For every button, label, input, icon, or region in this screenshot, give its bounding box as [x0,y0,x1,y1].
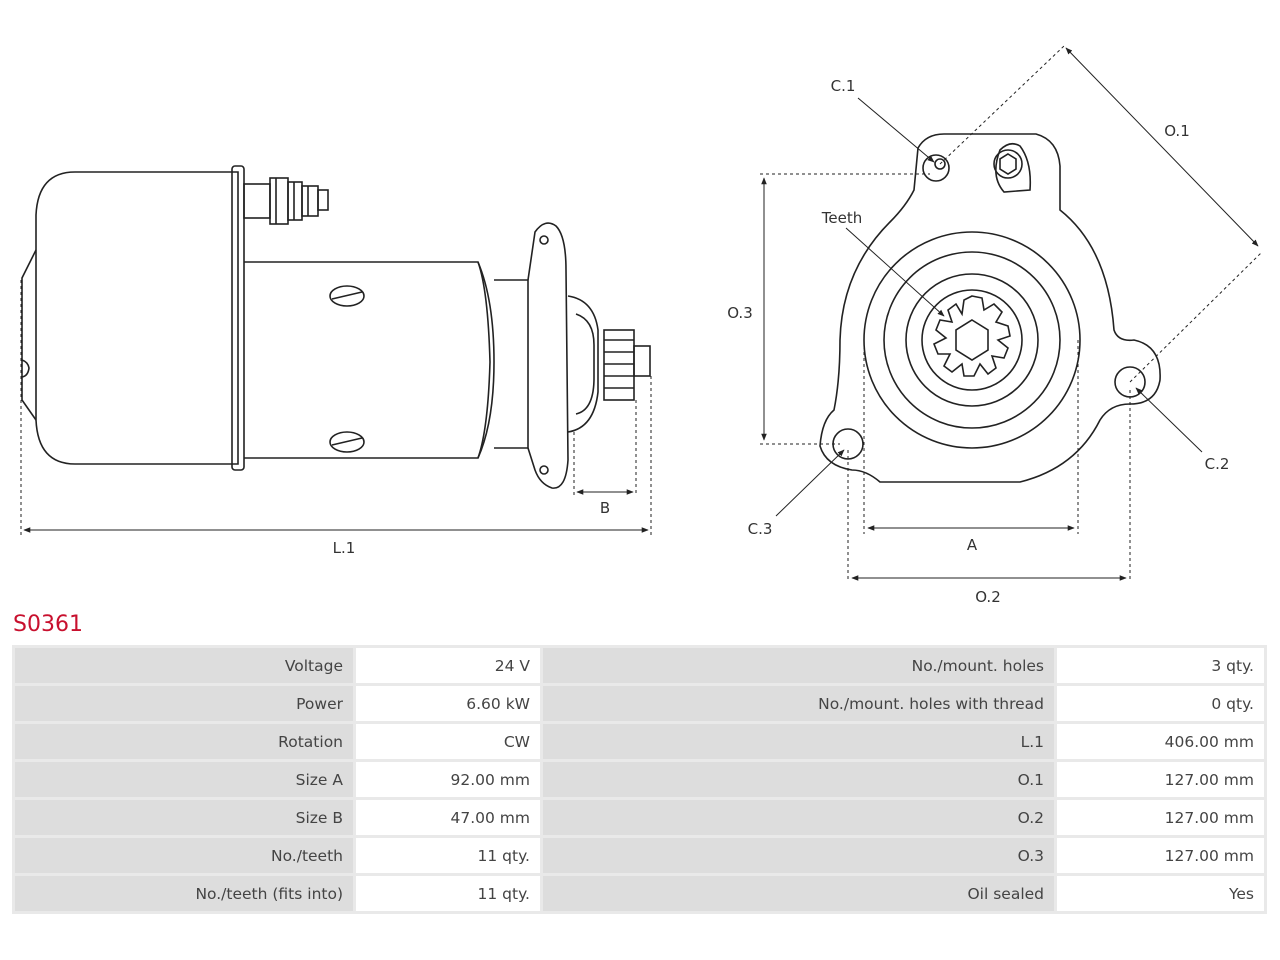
label-b: B [600,499,610,517]
housing-screw-top [329,285,365,307]
spec-value: 11 qty. [356,838,540,873]
spec-value: Yes [1057,876,1264,911]
housing-screw-bottom [329,431,365,453]
spec-label: L.1 [543,724,1054,759]
side-dimensions [20,280,652,536]
spec-value: 92.00 mm [356,762,540,797]
spec-value: 127.00 mm [1057,762,1264,797]
spec-label: No./mount. holes [543,648,1054,683]
drive-ring-outer [863,231,1081,449]
spec-label: Size A [15,762,353,797]
spec-label: O.2 [543,800,1054,835]
label-o2: O.2 [975,588,1001,606]
spec-label: No./mount. holes with thread [543,686,1054,721]
pinion-gear [932,295,1011,377]
spec-label: O.3 [543,838,1054,873]
part-number: S0361 [13,612,83,637]
mount-hole-c1 [922,154,950,182]
label-l1: L.1 [333,539,356,557]
spec-value: 406.00 mm [1057,724,1264,759]
terminal-stud [243,177,329,225]
side-view [21,165,651,489]
spec-value: CW [356,724,540,759]
drive-housing [494,279,529,449]
label-o1: O.1 [1164,122,1190,140]
spec-value: 127.00 mm [1057,800,1264,835]
spec-label: Voltage [15,648,353,683]
spec-value: 11 qty. [356,876,540,911]
leader-teeth [845,227,945,317]
starter-drawing: L.1 B [20,45,1263,606]
end-cap [21,249,37,421]
spec-value: 47.00 mm [356,800,540,835]
spec-value: 24 V [356,648,540,683]
leader-c2 [1135,387,1203,453]
spec-value: 127.00 mm [1057,838,1264,873]
spec-label: Size B [15,800,353,835]
label-o3: O.3 [727,304,753,322]
spec-value: 0 qty. [1057,686,1264,721]
spec-label: No./teeth [15,838,353,873]
spec-label: O.1 [543,762,1054,797]
dimension-line-o1 [1065,47,1259,247]
label-c2: C.2 [1205,455,1230,473]
solenoid-housing [35,171,239,465]
spec-label: Rotation [15,724,353,759]
label-a: A [967,536,978,554]
leader-c3 [775,449,845,517]
drive-nose [567,295,599,433]
motor-body [244,261,495,459]
front-dimensions [760,45,1263,582]
label-c1: C.1 [831,77,856,95]
leader-c1 [857,97,935,163]
label-teeth: Teeth [821,209,862,227]
mount-hole-c3 [832,428,864,460]
front-view [819,133,1161,483]
flange-outline [819,133,1161,483]
label-c3: C.3 [748,520,773,538]
spec-label: Power [15,686,353,721]
solenoid-flange [231,165,245,471]
spec-value: 6.60 kW [356,686,540,721]
spec-label: Oil sealed [543,876,1054,911]
spec-label: No./teeth (fits into) [15,876,353,911]
spec-value: 3 qty. [1057,648,1264,683]
mounting-flange [527,222,569,489]
